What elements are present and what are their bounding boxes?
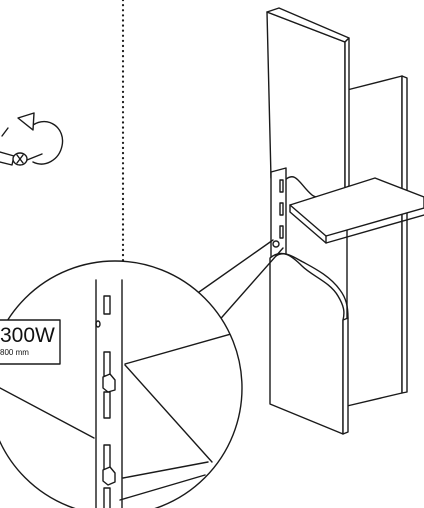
model-number-label: 300W: [0, 324, 55, 347]
wall-standard: [270, 167, 287, 260]
dimension-label: 800 mm: [0, 348, 29, 357]
counterclockwise-rotate-arrow-icon: [17, 112, 64, 165]
model-label-box: [0, 319, 61, 365]
front-upper-panel: [266, 7, 350, 198]
back-panel: [346, 75, 408, 407]
front-lower-panel: [269, 252, 349, 435]
screw-icon: [0, 127, 43, 166]
magnified-detail: [0, 260, 243, 508]
shelf: [289, 177, 424, 244]
